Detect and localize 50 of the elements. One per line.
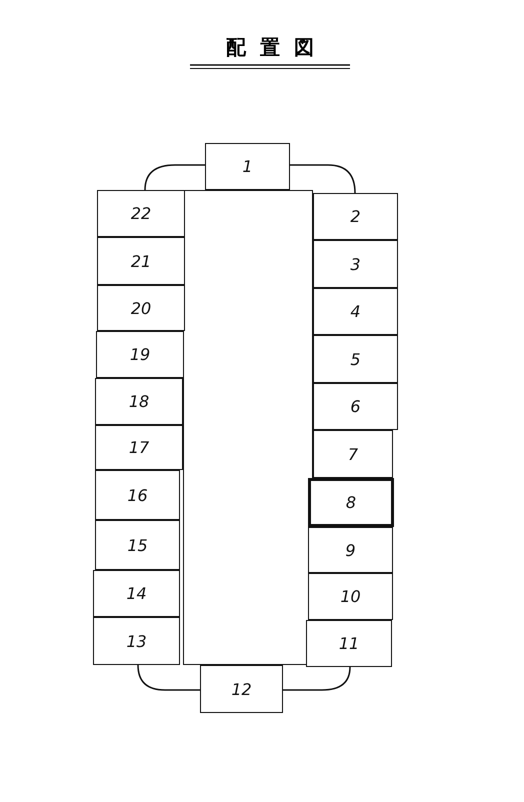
seat-box <box>93 617 180 665</box>
connector-line <box>137 664 200 691</box>
seat-box <box>313 430 393 478</box>
seat-number: 16 <box>127 486 148 504</box>
seat-number: 4 <box>350 302 361 321</box>
seat-box <box>313 288 398 335</box>
seat-box <box>313 383 398 430</box>
seat-number: 19 <box>130 345 150 364</box>
seat-box <box>308 527 393 573</box>
seat-box <box>95 425 183 470</box>
seat-box <box>97 237 185 285</box>
seat-box <box>313 335 398 383</box>
seat-number: 1 <box>242 157 253 176</box>
connector-line <box>144 164 205 190</box>
seat-box <box>95 470 180 520</box>
seat-number: 21 <box>130 252 152 270</box>
seat-number: 10 <box>340 587 361 606</box>
seat-box <box>306 620 392 667</box>
seat-number: 2 <box>350 207 361 226</box>
seat-number: 9 <box>345 540 356 560</box>
seat-number: 11 <box>338 634 360 653</box>
table-outline <box>183 190 313 665</box>
seat-number: 13 <box>126 632 147 650</box>
seat-box <box>93 570 180 617</box>
seat-number: 14 <box>126 584 147 603</box>
seat-box <box>97 285 185 331</box>
seat-number: 6 <box>350 397 361 416</box>
connector-line <box>283 666 351 691</box>
seat-box <box>308 573 393 620</box>
seat-box <box>96 331 184 378</box>
seat-box <box>205 143 290 190</box>
seat-box <box>313 240 398 288</box>
connector-line <box>290 164 356 194</box>
title: 配置図 <box>225 34 329 61</box>
seat-number: 5 <box>350 350 361 368</box>
seat-box <box>97 190 185 237</box>
seat-box <box>95 378 183 425</box>
seat-number: 17 <box>128 438 150 457</box>
seat-number: 12 <box>231 680 252 698</box>
seat-box <box>308 478 394 527</box>
seat-number: 22 <box>130 204 152 223</box>
seat-number: 3 <box>350 254 361 274</box>
seat-number: 20 <box>130 298 152 318</box>
seat-number: 15 <box>127 536 148 554</box>
seat-box <box>95 520 180 570</box>
seat-number: 18 <box>128 392 150 411</box>
seat-box <box>200 665 283 713</box>
seat-number: 7 <box>348 444 358 464</box>
seat-number: 8 <box>346 493 356 512</box>
seat-box <box>313 193 398 240</box>
